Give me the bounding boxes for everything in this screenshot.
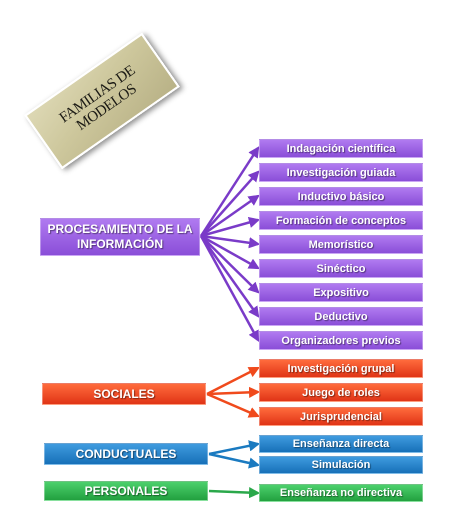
model-box: Jurisprudencial <box>259 407 423 426</box>
model-label: Sinéctico <box>316 262 366 275</box>
model-box: Indagación científica <box>259 139 423 158</box>
connector-arrow <box>200 235 260 294</box>
model-label: Deductivo <box>314 310 368 323</box>
model-label: Inductivo básico <box>297 190 385 203</box>
connector-arrow <box>206 386 261 398</box>
family-label: SOCIALES <box>93 386 155 401</box>
connector-arrow <box>200 217 261 238</box>
model-label: Simulación <box>311 459 371 471</box>
model-box: Organizadores previos <box>259 331 423 350</box>
connector-arrow <box>206 366 261 396</box>
model-box: Inductivo básico <box>259 187 423 206</box>
model-label: Juego de roles <box>302 386 380 399</box>
model-box: Deductivo <box>259 307 423 326</box>
connector-arrow <box>208 440 261 456</box>
model-label: Memorístico <box>308 238 374 251</box>
model-label: Formación de conceptos <box>275 214 407 227</box>
model-box: Enseñanza no directiva <box>259 484 423 502</box>
family-procesamiento: PROCESAMIENTO DE LA INFORMACIÓN <box>40 218 200 256</box>
model-label: Enseñanza directa <box>292 438 390 450</box>
family-personales: PERSONALES <box>44 481 208 501</box>
model-label: Investigación grupal <box>287 362 395 375</box>
family-label: PERSONALES <box>84 483 168 498</box>
connector-arrow <box>200 234 261 249</box>
model-box: Investigación guiada <box>259 163 423 182</box>
connector-arrow <box>206 392 261 418</box>
family-label: PROCESAMIENTO DE LA INFORMACIÓN <box>47 222 193 251</box>
connector-arrow <box>199 235 260 342</box>
model-label: Enseñanza no directiva <box>279 487 403 499</box>
connector-arrow <box>199 146 260 237</box>
model-box: Memorístico <box>259 235 423 254</box>
model-box: Formación de conceptos <box>259 211 423 230</box>
model-box: Investigación grupal <box>259 359 423 378</box>
connector-arrow <box>200 170 260 237</box>
model-box: Simulación <box>259 456 423 474</box>
model-box: Expositivo <box>259 283 423 302</box>
model-box: Sinéctico <box>259 259 423 278</box>
model-label: Investigación guiada <box>286 166 396 179</box>
family-sociales: SOCIALES <box>42 383 206 405</box>
connector-arrow <box>199 235 260 318</box>
family-conductuales: CONDUCTUALES <box>44 443 208 465</box>
model-label: Expositivo <box>313 286 369 299</box>
connector-arrow <box>208 487 261 499</box>
model-label: Jurisprudencial <box>300 410 382 423</box>
model-label: Organizadores previos <box>281 334 401 347</box>
connector-arrow <box>208 452 261 469</box>
model-label: Indagación científica <box>286 142 396 155</box>
model-box: Enseñanza directa <box>259 435 423 453</box>
model-box: Juego de roles <box>259 383 423 402</box>
connector-arrow <box>200 234 260 270</box>
connector-arrow <box>200 194 260 238</box>
family-label: CONDUCTUALES <box>75 446 177 461</box>
